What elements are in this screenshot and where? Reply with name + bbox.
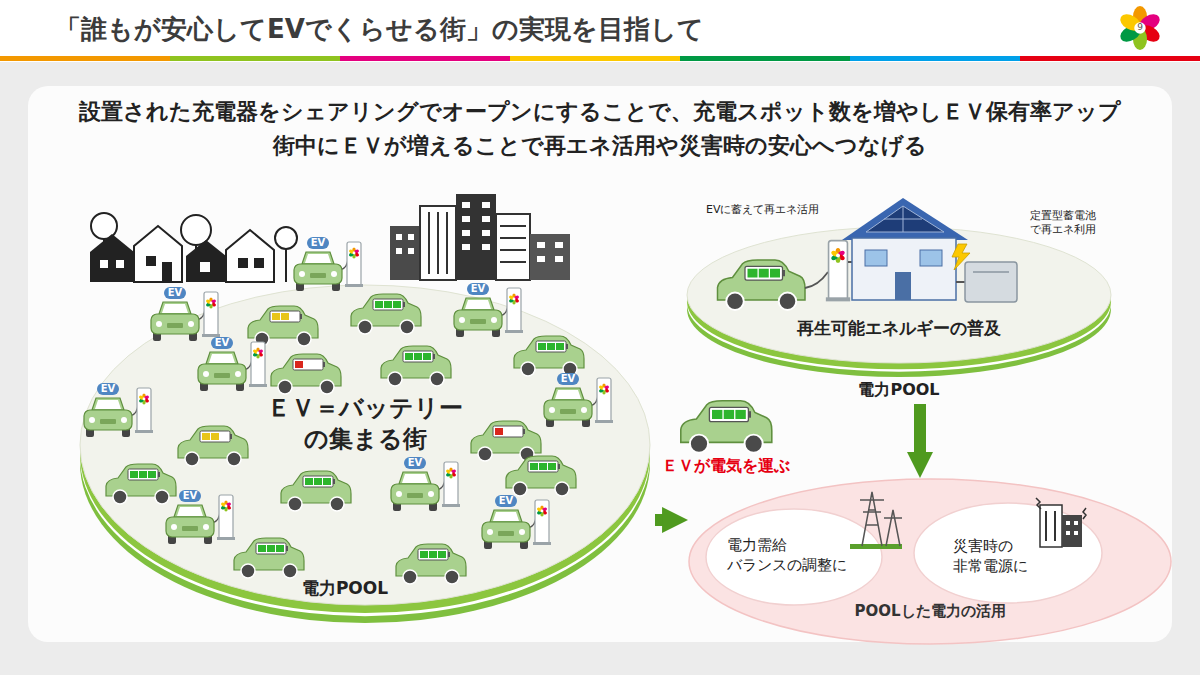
page-number: 9 <box>1137 22 1143 33</box>
text-holder: 災害時の 非常電源に <box>953 537 1045 576</box>
ellipse-outline <box>689 479 1171 644</box>
power-pool-disk-outline <box>75 280 655 630</box>
power-pool-disk: ＥＶ＝バッテリー の集まる街電力POOL <box>75 280 655 630</box>
text-holder: 電力需給 バランスの調整に <box>727 536 855 575</box>
text-holder: EV <box>467 283 490 295</box>
usage-bubble: 電力需給 バランスの調整に <box>705 508 883 606</box>
ev-sign: EV <box>557 373 580 385</box>
subtitle: 街中にＥＶが増えることで再エネ活用や災害時の安心へつなげる <box>273 132 927 160</box>
text-holder: EV <box>557 373 580 385</box>
pool-label: 電力POOL <box>302 578 388 599</box>
text-holder: EV <box>179 490 202 502</box>
pool-label: 電力POOL <box>858 380 939 400</box>
usage-bubble: 災害時の 非常電源に <box>913 502 1103 604</box>
text-holder: 再生可能エネルギーの普及 <box>797 318 1001 339</box>
ellipse-outline <box>914 503 1102 603</box>
city-buildings <box>390 194 570 280</box>
text-holder: EV <box>97 383 120 395</box>
town-houses <box>90 213 297 282</box>
edge-label: ＥＶが電気を運ぶ <box>662 456 790 476</box>
ev-sign: EV <box>307 237 330 249</box>
flow-arrow <box>914 404 926 464</box>
logo-flower <box>1117 6 1162 50</box>
text-holder: 街中にＥＶが増えることで再エネ活用や災害時の安心へつなげる <box>273 132 927 160</box>
text-holder: 9 <box>1137 22 1143 33</box>
annotation: EVに蓄えて再エネ活用 <box>706 203 819 217</box>
disk-top <box>687 227 1111 363</box>
text-holder: 電力POOL <box>858 380 939 400</box>
content-panel <box>28 86 1172 642</box>
usage-text: 災害時の 非常電源に <box>953 537 1045 576</box>
text-holder: EV <box>495 495 518 507</box>
text-holder: EV <box>307 237 330 249</box>
ev-sign: EV <box>179 490 202 502</box>
usage-text: 電力需給 バランスの調整に <box>727 536 855 575</box>
usage-ellipse: POOLした電力の活用 電力需給 バランスの調整に 災害時の 非常電源に <box>688 478 1172 645</box>
usage-heading: POOLした電力の活用 <box>854 602 1005 621</box>
ev-sign: EV <box>164 287 187 299</box>
text-holder: EV <box>211 337 234 349</box>
ev-sign: EV <box>467 283 490 295</box>
text-holder: 「誰もが安心してEVでくらせる街」の実現を目指して <box>55 13 704 46</box>
ev-sign: EV <box>495 495 518 507</box>
text-holder: EVに蓄えて再エネ活用 <box>706 203 819 217</box>
text-holder: 電力POOL <box>302 578 388 599</box>
annotation: 定置型蓄電池 で再エネ利用 <box>1030 209 1110 237</box>
text-holder: POOLした電力の活用 <box>854 602 1005 621</box>
flow-arrow <box>655 514 674 526</box>
ellipse-outline <box>706 509 882 605</box>
ev-sign: EV <box>97 383 120 395</box>
power-pool-disk-outline <box>683 190 1115 404</box>
text-holder: EV <box>404 457 427 469</box>
disk-top <box>80 285 650 605</box>
page-ground <box>0 62 1200 675</box>
ev-carrying-power <box>681 401 772 453</box>
power-pool-disk: 再生可能エネルギーの普及電力POOL <box>683 190 1115 404</box>
text-holder: ＥＶが電気を運ぶ <box>662 456 790 476</box>
pool-heading: ＥＶ＝バッテリー の集まる街 <box>254 393 476 455</box>
header-ground <box>0 0 1200 62</box>
header-underline <box>0 56 1200 61</box>
subtitle: 設置された充電器をシェアリングでオープンにすることで、充電スポット数を増やしＥＶ… <box>79 98 1121 126</box>
text-holder: ＥＶ＝バッテリー の集まる街 <box>254 393 476 455</box>
text-holder: 定置型蓄電池 で再エネ利用 <box>1030 209 1110 237</box>
text-holder: EV <box>164 287 187 299</box>
text-holder: 設置された充電器をシェアリングでオープンにすることで、充電スポット数を増やしＥＶ… <box>79 98 1121 126</box>
ev-sign: EV <box>211 337 234 349</box>
ev-sign: EV <box>404 457 427 469</box>
slide-title: 「誰もが安心してEVでくらせる街」の実現を目指して <box>55 13 704 46</box>
pool-heading: 再生可能エネルギーの普及 <box>797 318 1001 339</box>
